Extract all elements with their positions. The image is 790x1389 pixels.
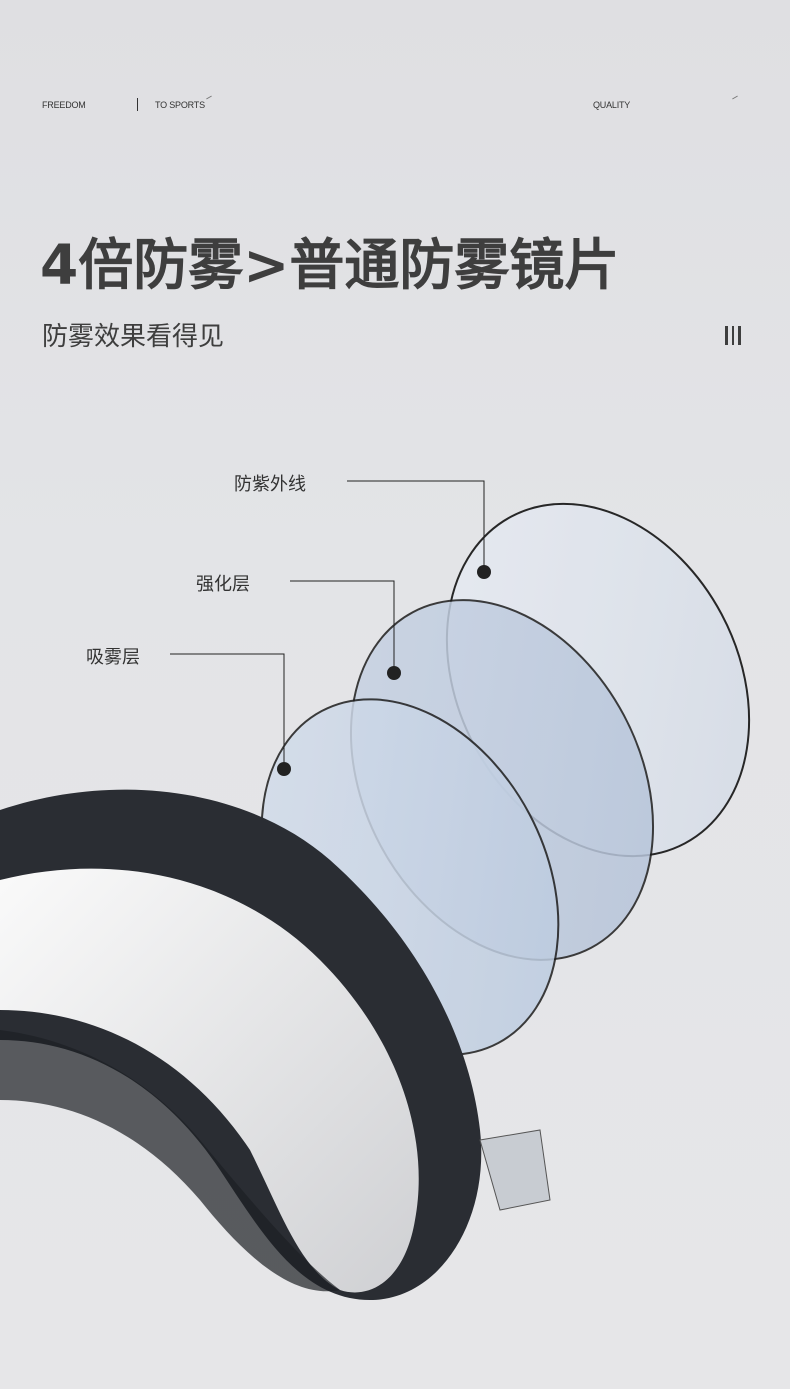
tagline-quality: QUALITY — [593, 100, 631, 110]
divider — [137, 98, 138, 111]
layer-label-strengthen: 强化层 — [196, 574, 250, 595]
tagline-freedom: FREEDOM — [42, 100, 86, 110]
layer-label-antifog: 吸雾层 — [86, 647, 140, 668]
callout-dots — [277, 565, 491, 776]
decor-bars — [725, 326, 741, 345]
callout-lines — [170, 480, 485, 769]
page-subtitle: 防雾效果看得见 — [42, 322, 225, 352]
layer-label-uv: 防紫外线 — [234, 474, 306, 495]
goggle-frame — [0, 789, 551, 1300]
page-title: 4倍防雾>普通防雾镜片 — [40, 233, 620, 297]
tagline-to-sports: TO SPORTS — [155, 100, 205, 110]
